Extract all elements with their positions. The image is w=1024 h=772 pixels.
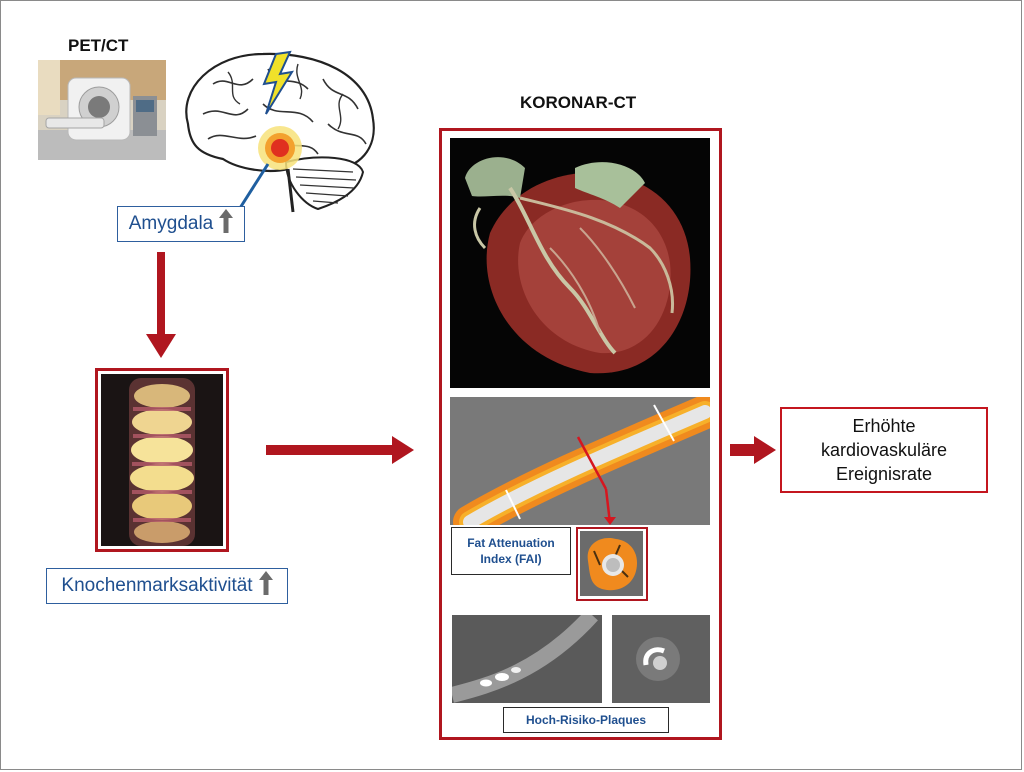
bone-marrow-image-frame (95, 368, 229, 552)
marrow-label-box: Knochenmarksaktivität (46, 568, 288, 604)
coronary-ct-title: KORONAR-CT (520, 93, 637, 112)
amygdala-label: Amygdala (128, 213, 214, 234)
arrow-up-icon (258, 571, 273, 601)
amygdala-label-box: Amygdala (117, 206, 245, 242)
heart-ct-image (450, 138, 710, 388)
fai-label-line1: Fat Attenuation (467, 536, 555, 550)
plaque-image-cross-section (612, 615, 710, 703)
outcome-line2: kardiovaskuläre (820, 440, 948, 460)
arrow-up-icon (219, 209, 234, 239)
fai-artery-image (450, 397, 710, 525)
marrow-label: Knochenmarksaktivität (61, 575, 253, 596)
petct-scanner-image (38, 60, 166, 160)
plaques-label-box: Hoch-Risiko-Plaques (503, 707, 669, 733)
fai-cross-section-image (580, 531, 643, 596)
petct-title: PET/CT (68, 36, 129, 55)
arrow-down-icon (146, 252, 176, 363)
plaque-image-longitudinal (452, 615, 602, 703)
brain-illustration (168, 44, 380, 216)
outcome-line1: Erhöhte (852, 416, 916, 436)
arrow-right-icon (266, 436, 414, 469)
fai-label-line2: Index (FAI) (480, 552, 542, 566)
outcome-box: Erhöhte kardiovaskuläre Ereignisrate (780, 407, 988, 493)
arrow-right-icon (730, 436, 776, 469)
outcome-line3: Ereignisrate (835, 464, 933, 484)
fai-cross-section-frame (576, 527, 648, 601)
fai-label-box: Fat Attenuation Index (FAI) (451, 527, 571, 575)
coronary-ct-frame (439, 128, 722, 740)
plaques-label: Hoch-Risiko-Plaques (525, 713, 647, 727)
bone-marrow-image (101, 374, 223, 546)
